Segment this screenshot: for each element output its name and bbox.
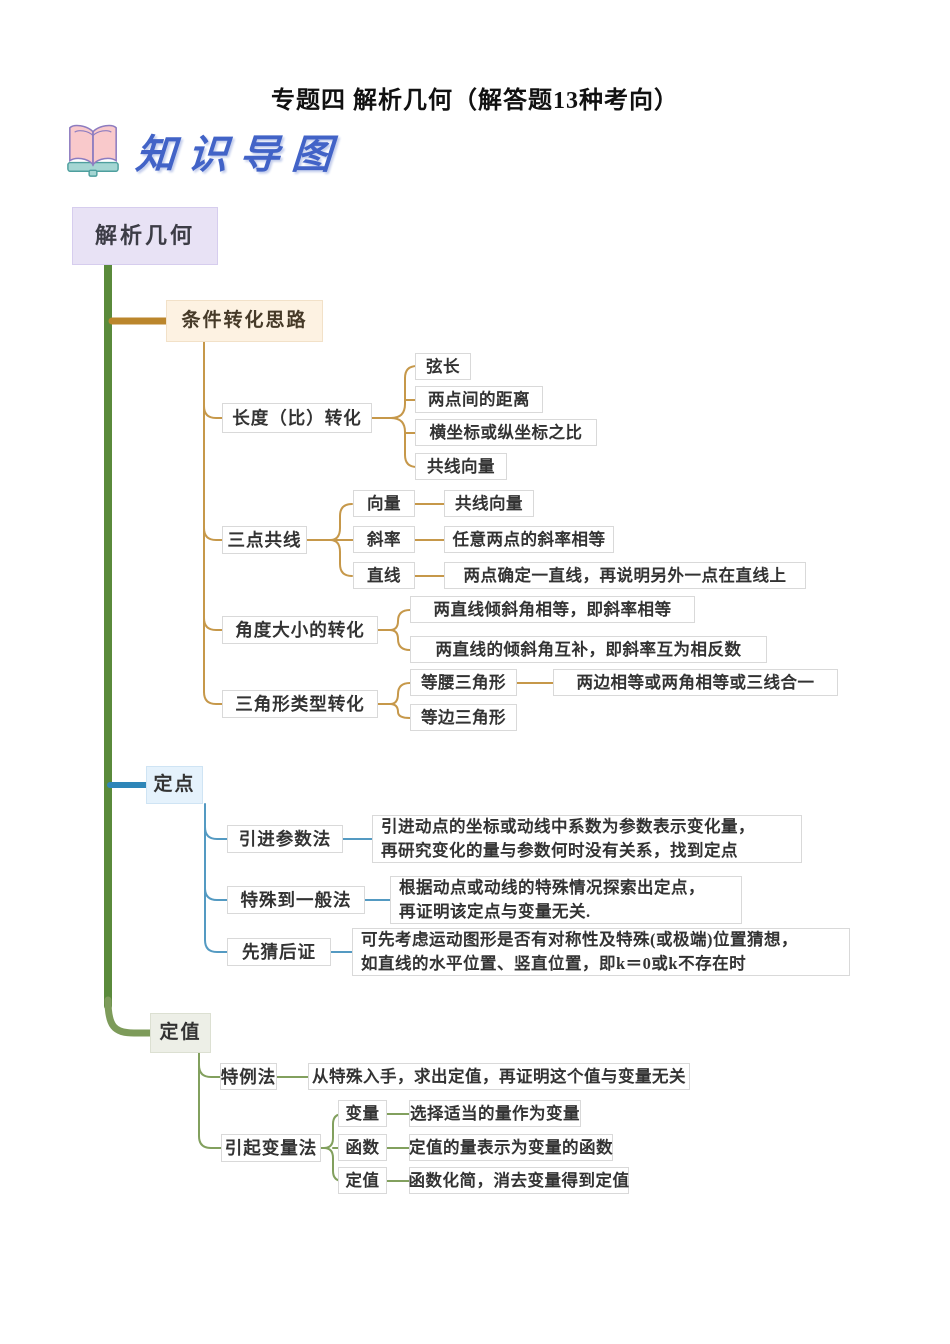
node-isosceles-triangle: 等腰三角形 bbox=[410, 669, 517, 696]
open-book-icon bbox=[67, 124, 119, 177]
node-triangle-type-transform: 三角形类型转化 bbox=[222, 690, 378, 718]
node-special-case-desc: 从特殊入手，求出定值，再证明这个值与变量无关 bbox=[308, 1063, 690, 1090]
node-line-method: 直线 bbox=[353, 562, 415, 589]
branch-condition-transform: 条件转化思路 bbox=[166, 300, 323, 342]
node-angle-equal-desc: 两直线倾斜角相等，即斜率相等 bbox=[410, 596, 695, 623]
node-two-point-distance: 两点间的距离 bbox=[415, 386, 543, 413]
node-function-step: 函数 bbox=[338, 1134, 387, 1161]
node-variable-step-desc: 选择适当的量作为变量 bbox=[409, 1100, 581, 1127]
node-chord-length: 弦长 bbox=[415, 353, 471, 380]
node-guess-then-prove-method: 先猜后证 bbox=[227, 938, 331, 966]
knowledge-map-header: 知识导图 bbox=[64, 122, 345, 180]
node-coordinate-ratio: 横坐标或纵坐标之比 bbox=[415, 419, 597, 446]
node-angle-supplementary-desc: 两直线的倾斜角互补，即斜率互为相反数 bbox=[410, 636, 767, 663]
node-vector-method-desc: 共线向量 bbox=[444, 490, 534, 517]
node-collinear-vector: 共线向量 bbox=[415, 453, 507, 480]
node-angle-transform: 角度大小的转化 bbox=[222, 616, 378, 644]
node-guess-then-prove-desc: 可先考虑运动图形是否有对称性及特殊(或极端)位置猜想， 如直线的水平位置、竖直位… bbox=[352, 928, 850, 976]
node-length-ratio-transform: 长度（比）转化 bbox=[222, 403, 372, 433]
node-special-case-method: 特例法 bbox=[220, 1063, 277, 1090]
node-value-step-desc: 函数化简，消去变量得到定值 bbox=[409, 1167, 629, 1194]
node-parameter-method: 引进参数法 bbox=[227, 825, 343, 853]
node-isosceles-desc: 两边相等或两角相等或三线合一 bbox=[553, 669, 838, 696]
node-root: 解析几何 bbox=[72, 207, 218, 265]
branch-fixed-point: 定点 bbox=[146, 766, 203, 804]
node-slope-method-desc: 任意两点的斜率相等 bbox=[444, 526, 614, 553]
node-parameter-method-desc: 引进动点的坐标或动线中系数为参数表示变化量， 再研究变化的量与参数何时没有关系，… bbox=[372, 815, 802, 863]
node-line-method-desc: 两点确定一直线，再说明另外一点在直线上 bbox=[444, 562, 806, 589]
branch-fixed-value: 定值 bbox=[150, 1013, 211, 1053]
node-equilateral-triangle: 等边三角形 bbox=[410, 704, 517, 731]
node-introduce-variable-method: 引起变量法 bbox=[221, 1134, 321, 1162]
node-vector-method: 向量 bbox=[353, 490, 415, 517]
page-title: 专题四 解析几何（解答题13种考向） bbox=[271, 88, 679, 114]
node-value-step: 定值 bbox=[338, 1167, 387, 1194]
node-function-step-desc: 定值的量表示为变量的函数 bbox=[409, 1134, 613, 1161]
node-three-points-collinear: 三点共线 bbox=[222, 526, 307, 554]
node-slope-method: 斜率 bbox=[353, 526, 415, 553]
node-special-to-general-method: 特殊到一般法 bbox=[227, 886, 365, 914]
node-variable-step: 变量 bbox=[338, 1100, 387, 1127]
node-special-to-general-desc: 根据动点或动线的特殊情况探索出定点， 再证明该定点与变量无关. bbox=[390, 876, 742, 924]
